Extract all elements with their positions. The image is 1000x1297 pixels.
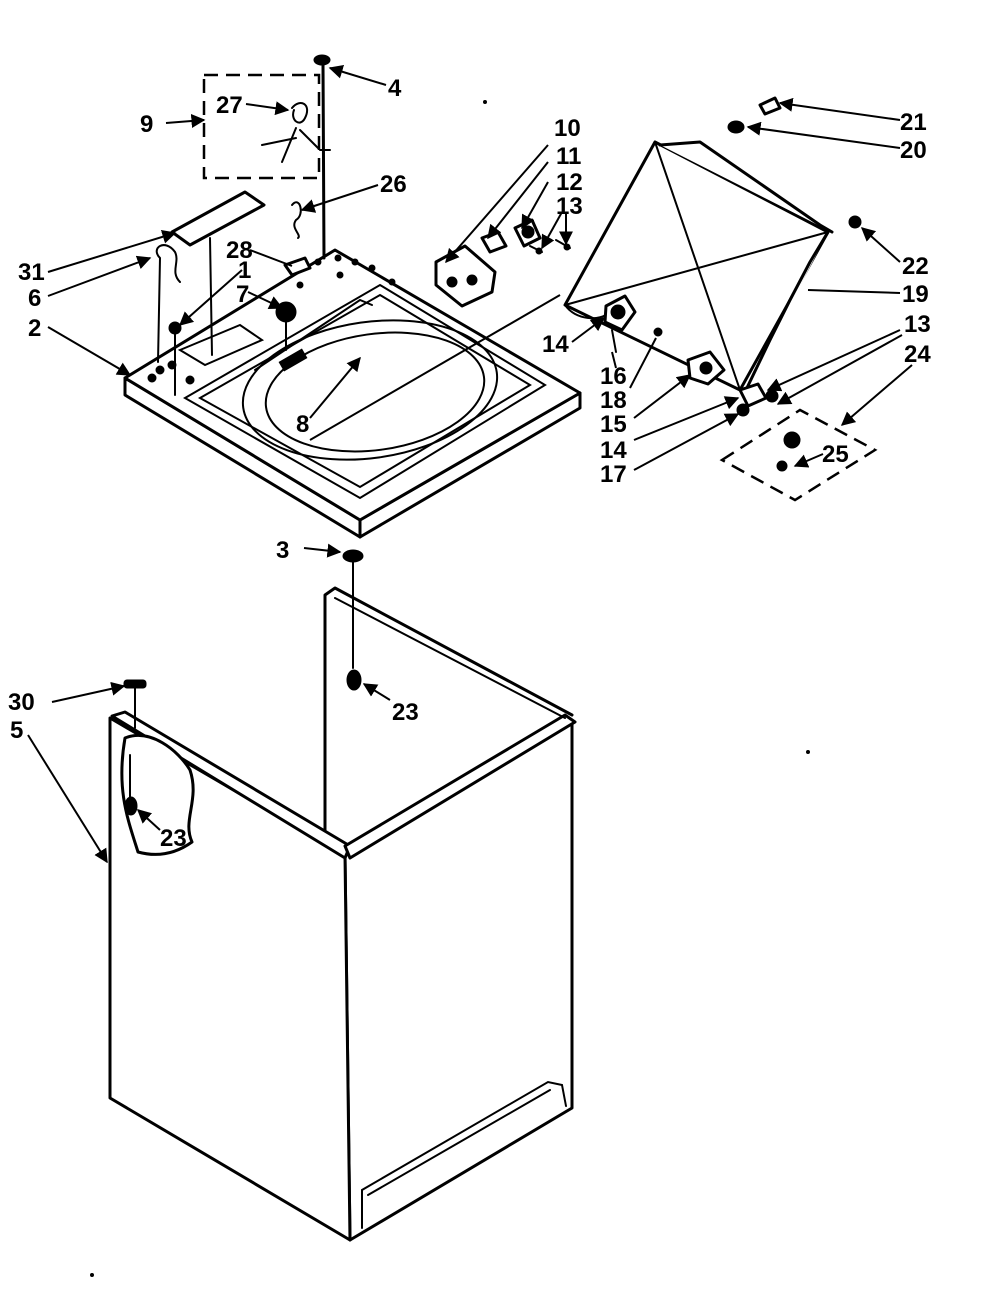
part-16: [611, 329, 617, 353]
lid-switch-actuator: [278, 348, 308, 372]
cabinet-back-edge: [323, 586, 574, 842]
callout-1: 1: [238, 257, 251, 284]
lid-switch-bar: [254, 298, 373, 371]
cabinet: [108, 549, 577, 1242]
callout-30: 30: [8, 689, 35, 716]
callout-13-right: 13: [904, 311, 931, 338]
callout-23-upper: 23: [392, 699, 419, 726]
part-26: [291, 201, 302, 239]
part-14-lower: [738, 382, 768, 408]
tub-ring-inner: [264, 331, 486, 453]
callout-26: 26: [380, 171, 407, 198]
control-recess: [177, 323, 265, 367]
callout-20: 20: [900, 137, 927, 164]
callout-16: 16: [600, 363, 627, 390]
cabinet-toe-kick: [361, 1080, 567, 1229]
callout-27: 27: [216, 92, 243, 119]
lid-side-rail-19: [743, 230, 830, 394]
lid: [563, 96, 878, 502]
group-box-24: [719, 408, 878, 502]
bolt-4-shank: [321, 62, 326, 260]
top-panel-surface: [123, 248, 582, 522]
scan-specks: [90, 100, 810, 1277]
part-1: [168, 321, 182, 335]
callout-22: 22: [902, 253, 929, 280]
callout-14-lower: 14: [600, 437, 627, 464]
lid-opening-outer: [182, 283, 547, 500]
callout-31: 31: [18, 259, 45, 286]
callout-6: 6: [28, 285, 41, 312]
callout-28: 28: [226, 237, 253, 264]
top-panel: [123, 54, 582, 539]
part-21: [758, 96, 782, 116]
callout-19: 19: [902, 281, 929, 308]
callout-11: 11: [556, 143, 581, 170]
callout-23-lower: 23: [160, 825, 187, 852]
callout-3: 3: [276, 537, 289, 564]
callout-21: 21: [900, 109, 927, 136]
group-box-9: [202, 73, 321, 180]
part-11: [480, 230, 508, 254]
screw-3-head: [342, 549, 364, 563]
callout-2: 2: [28, 315, 41, 342]
callout-15: 15: [600, 411, 627, 438]
callout-7: 7: [236, 281, 249, 308]
part-31-bracket: [170, 190, 266, 247]
callout-18: 18: [600, 387, 627, 414]
part-17: [736, 403, 750, 417]
callout-25: 25: [822, 441, 849, 468]
part-25-b: [776, 460, 788, 472]
callout-24: 24: [904, 341, 931, 368]
part-25-a: [783, 431, 801, 449]
tub-ring: [241, 319, 499, 461]
callout-10: 10: [554, 115, 581, 142]
callout-12: 12: [556, 169, 583, 196]
part-22: [848, 215, 862, 229]
cabinet-top-right-rail: [343, 713, 577, 860]
part-13-right: [765, 389, 779, 403]
part-6-hook: [155, 244, 181, 363]
lid-back-rail: [658, 140, 834, 234]
part-7: [275, 301, 297, 323]
cabinet-toe-kick-inner: [367, 1089, 551, 1196]
callout-17: 17: [600, 461, 627, 488]
callout-4: 4: [388, 75, 402, 102]
callout-5: 5: [10, 717, 23, 744]
part-10-hinge-block: [434, 244, 497, 308]
callout-13-upper: 13: [556, 193, 583, 220]
leader-lines: [27, 64, 913, 864]
callout-labels: 4 9 27 26 28 1 7 31 6 2 8 10 11 12 13 21…: [8, 75, 931, 852]
callout-14-upper: 14: [542, 331, 569, 358]
part-28: [283, 256, 312, 277]
part-18: [653, 327, 663, 337]
clip-23-upper: [346, 669, 362, 691]
cabinet-rim-inner: [334, 597, 566, 719]
part-27: [261, 102, 319, 163]
cabinet-cutaway-patch: [120, 734, 195, 856]
lid-cross-b: [564, 231, 829, 306]
lid-opening-inner: [197, 293, 532, 489]
callout-8: 8: [296, 411, 309, 438]
clip-23-lower: [124, 796, 138, 816]
lid-cross-a: [654, 141, 741, 391]
part-20: [727, 120, 745, 134]
screw-30-head: [123, 679, 147, 689]
callout-9: 9: [140, 111, 153, 138]
